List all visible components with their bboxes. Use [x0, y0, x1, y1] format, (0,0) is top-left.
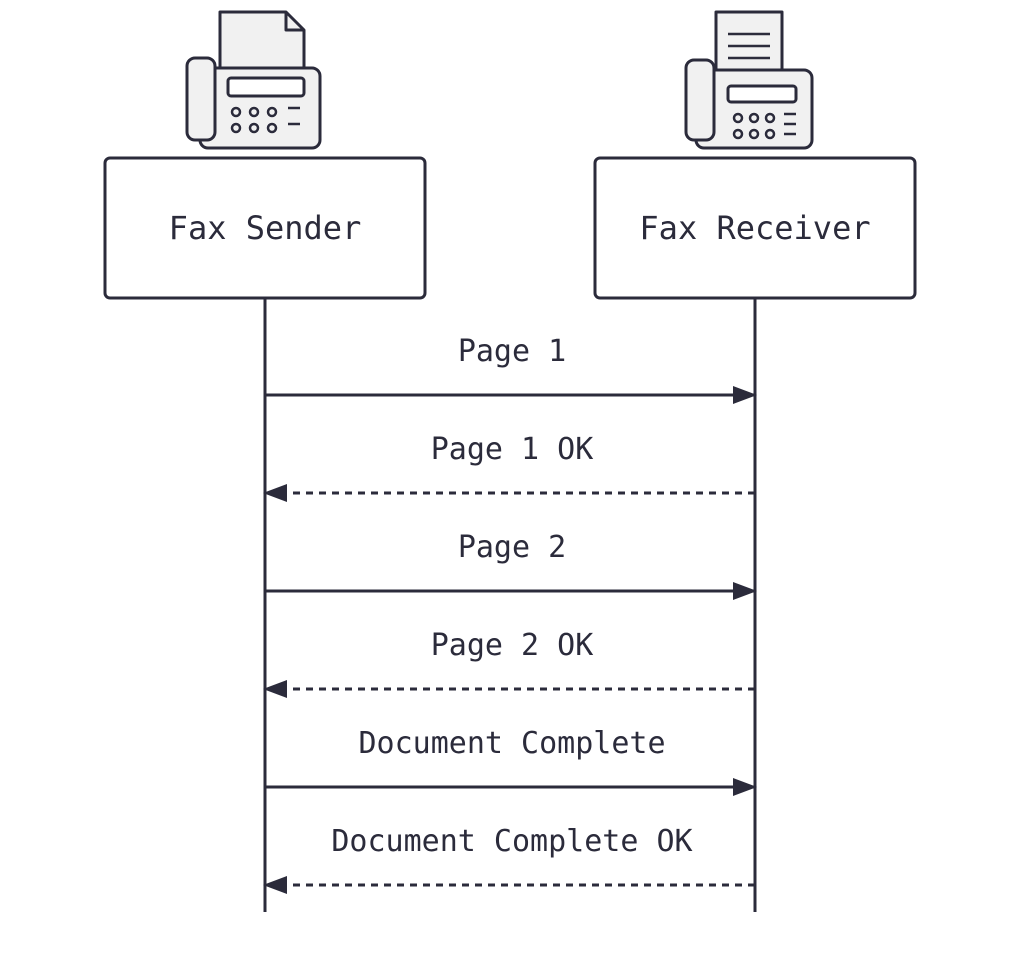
participant-receiver: Fax Receiver — [593, 156, 917, 300]
message: Document Complete OK — [263, 824, 755, 894]
message-label: Page 1 — [458, 334, 566, 369]
message-label: Document Complete OK — [331, 824, 692, 859]
message: Page 1 OK — [263, 432, 755, 502]
participant-label-receiver: Fax Receiver — [639, 209, 870, 247]
participant-sender: Fax Sender — [103, 156, 427, 300]
fax-machine-icon — [185, 10, 322, 150]
message-label: Page 1 OK — [431, 432, 594, 467]
message: Page 1 — [265, 334, 757, 404]
message-label: Page 2 — [458, 530, 566, 565]
message: Page 2 — [265, 530, 757, 600]
participant-label-sender: Fax Sender — [169, 209, 362, 247]
message-label: Document Complete — [358, 726, 665, 761]
message: Page 2 OK — [263, 628, 755, 698]
message: Document Complete — [265, 726, 757, 796]
message-label: Page 2 OK — [431, 628, 594, 663]
fax-machine-printing-icon — [684, 10, 814, 150]
messages-group: Page 1 Page 1 OK Page 2 Page 2 OK Document C… — [263, 334, 757, 894]
